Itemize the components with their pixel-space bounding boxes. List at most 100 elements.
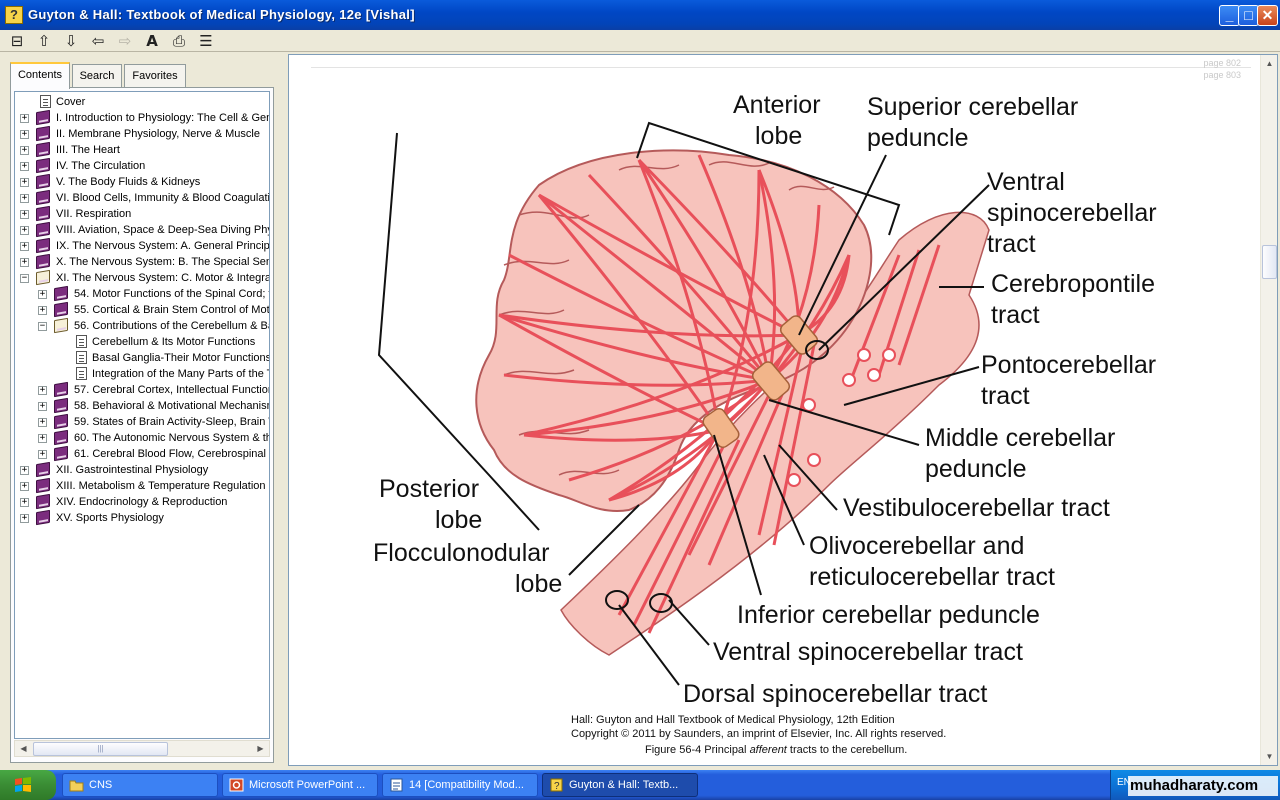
expand-icon[interactable]: + (20, 177, 29, 187)
expand-icon[interactable]: + (38, 401, 47, 411)
peduncle-band (751, 361, 791, 401)
help-book-icon: ? (550, 778, 563, 792)
taskbar-item-powerpoint[interactable]: Microsoft PowerPoint ... (222, 773, 378, 797)
minimize-button[interactable]: _ (1219, 5, 1240, 26)
expand-icon[interactable]: + (20, 209, 29, 219)
options-button[interactable]: ☰ (199, 32, 213, 50)
expand-icon[interactable]: + (38, 449, 47, 459)
toc-item[interactable]: +XV. Sports Physiology (15, 509, 269, 526)
credit-line: Copyright © 2011 by Saunders, an imprint… (571, 728, 947, 740)
scroll-up-arrow-icon[interactable]: ▲ (1265, 59, 1274, 68)
toc-item[interactable]: +54. Motor Functions of the Spinal Cord;… (15, 285, 269, 302)
expand-icon[interactable]: + (38, 385, 47, 395)
toc-item[interactable]: +IX. The Nervous System: A. General Prin… (15, 237, 269, 254)
expand-icon[interactable]: + (20, 241, 29, 251)
expand-icon[interactable]: + (20, 193, 29, 203)
expand-icon[interactable]: + (38, 433, 47, 443)
toc-item[interactable]: Integration of the Many Parts of the Tot… (15, 366, 269, 382)
toc-item-label: 55. Cortical & Brain Stem Control of Mot… (74, 304, 270, 316)
toc-item[interactable]: +57. Cerebral Cortex, Intellectual Funct… (15, 381, 269, 398)
taskbar-item-label: Microsoft PowerPoint ... (249, 779, 366, 791)
powerpoint-icon (229, 778, 244, 792)
taskbar-item-guyton-hall[interactable]: ? Guyton & Hall: Textb... (542, 773, 698, 797)
toc-item[interactable]: +VI. Blood Cells, Immunity & Blood Coagu… (15, 189, 269, 206)
expand-icon[interactable]: + (20, 145, 29, 155)
book-icon (36, 205, 50, 222)
toc-item[interactable]: +I. Introduction to Physiology: The Cell… (15, 109, 269, 126)
print-button[interactable]: ⎙ (172, 32, 185, 50)
content-vertical-scrollbar[interactable]: ▲ ▼ (1260, 55, 1277, 765)
expand-icon[interactable]: + (20, 161, 29, 171)
fiber-path (637, 159, 771, 381)
expand-icon[interactable]: + (20, 257, 29, 267)
help-app-icon[interactable]: ? (5, 6, 23, 24)
taskbar-item-cns[interactable]: CNS (62, 773, 218, 797)
toc-item[interactable]: +III. The Heart (15, 141, 269, 158)
title-bar[interactable]: ? Guyton & Hall: Textbook of Medical Phy… (0, 0, 1280, 30)
collapse-icon[interactable]: − (20, 273, 29, 283)
tab-favorites[interactable]: Favorites (124, 64, 186, 88)
close-button[interactable]: ✕ (1257, 5, 1278, 26)
expand-icon[interactable]: + (20, 225, 29, 235)
tree-horizontal-scrollbar[interactable]: ◀ ||| ▶ (14, 740, 270, 757)
book-icon (36, 157, 50, 174)
toc-item[interactable]: +59. States of Brain Activity-Sleep, Bra… (15, 413, 269, 430)
locate-up-button[interactable]: ⇧ (37, 32, 51, 50)
horizontal-scroll-thumb[interactable]: ||| (33, 742, 168, 756)
toc-item[interactable]: −56. Contributions of the Cerebellum & B… (15, 317, 269, 334)
toc-item[interactable]: +XIV. Endocrinology & Reproduction (15, 493, 269, 510)
expand-icon[interactable]: + (20, 465, 29, 475)
nucleus-circle (867, 368, 881, 382)
hide-pane-button[interactable]: ⊟ (10, 32, 24, 50)
toc-item[interactable]: Cerebellum & Its Motor Functions (15, 334, 269, 350)
toc-item[interactable]: −XI. The Nervous System: C. Motor & Inte… (15, 269, 269, 286)
toc-item[interactable]: +61. Cerebral Blood Flow, Cerebrospinal … (15, 445, 269, 462)
fiber-path (537, 194, 721, 431)
toc-item[interactable]: +VII. Respiration (15, 205, 269, 222)
book-icon (54, 397, 68, 414)
pane-splitter[interactable] (282, 56, 288, 766)
expand-icon[interactable]: + (20, 497, 29, 507)
expand-icon[interactable]: + (20, 481, 29, 491)
toc-item[interactable]: +XIII. Metabolism & Temperature Regulati… (15, 477, 269, 494)
language-indicator[interactable]: EN (1117, 777, 1131, 788)
expand-icon[interactable]: + (20, 113, 29, 123)
contents-tree[interactable]: Cover+I. Introduction to Physiology: The… (14, 91, 270, 739)
toc-item[interactable]: + X. The Nervous System: B. The Special S… (15, 253, 270, 270)
expand-icon[interactable]: + (38, 305, 47, 315)
folium-line (788, 185, 835, 191)
expand-icon[interactable]: + (20, 129, 29, 139)
start-button[interactable] (0, 770, 56, 800)
locate-down-button[interactable]: ⇩ (64, 32, 78, 50)
toc-item[interactable]: Basal Ganglia-Their Motor Functions (15, 350, 269, 366)
tab-search[interactable]: Search (72, 64, 122, 88)
scroll-left-arrow-icon[interactable]: ◀ (20, 744, 27, 753)
toc-item-label: X. The Nervous System: B. The Special Se… (56, 256, 270, 268)
font-button[interactable]: A (146, 32, 158, 50)
toc-item[interactable]: +VIII. Aviation, Space & Deep-Sea Diving… (15, 221, 269, 238)
page-icon (40, 95, 51, 108)
toc-item[interactable]: Cover (15, 94, 269, 110)
scroll-down-arrow-icon[interactable]: ▼ (1265, 752, 1274, 761)
toc-item[interactable]: +55. Cortical & Brain Stem Control of Mo… (15, 301, 270, 318)
collapse-icon[interactable]: − (38, 321, 47, 331)
folium-line (518, 211, 590, 219)
toc-item[interactable]: +II. Membrane Physiology, Nerve & Muscle (15, 125, 269, 142)
toc-item[interactable]: +60. The Autonomic Nervous System & the (15, 429, 269, 446)
taskbar-item-label: 14 [Compatibility Mod... (409, 779, 524, 791)
toc-item[interactable]: +58. Behavioral & Motivational Mechanism… (15, 397, 269, 414)
back-button[interactable]: ⇦ (91, 32, 105, 50)
vertical-scroll-thumb[interactable] (1262, 245, 1277, 279)
toc-item[interactable]: +V. The Body Fluids & Kidneys (15, 173, 269, 190)
maximize-button[interactable]: □ (1238, 5, 1259, 26)
taskbar-item-word[interactable]: 14 [Compatibility Mod... (382, 773, 538, 797)
toc-item[interactable]: +XII. Gastrointestinal Physiology (15, 461, 269, 478)
toc-item[interactable]: +IV. The Circulation (15, 157, 269, 174)
tab-contents[interactable]: Contents (10, 62, 70, 89)
expand-icon[interactable]: + (38, 417, 47, 427)
scroll-right-arrow-icon[interactable]: ▶ (257, 744, 264, 753)
expand-icon[interactable]: + (38, 289, 47, 299)
forward-button[interactable]: ⇨ (118, 32, 132, 50)
expand-icon[interactable]: + (20, 513, 29, 523)
label-pontocerebellar-tract: tract (981, 382, 1030, 410)
